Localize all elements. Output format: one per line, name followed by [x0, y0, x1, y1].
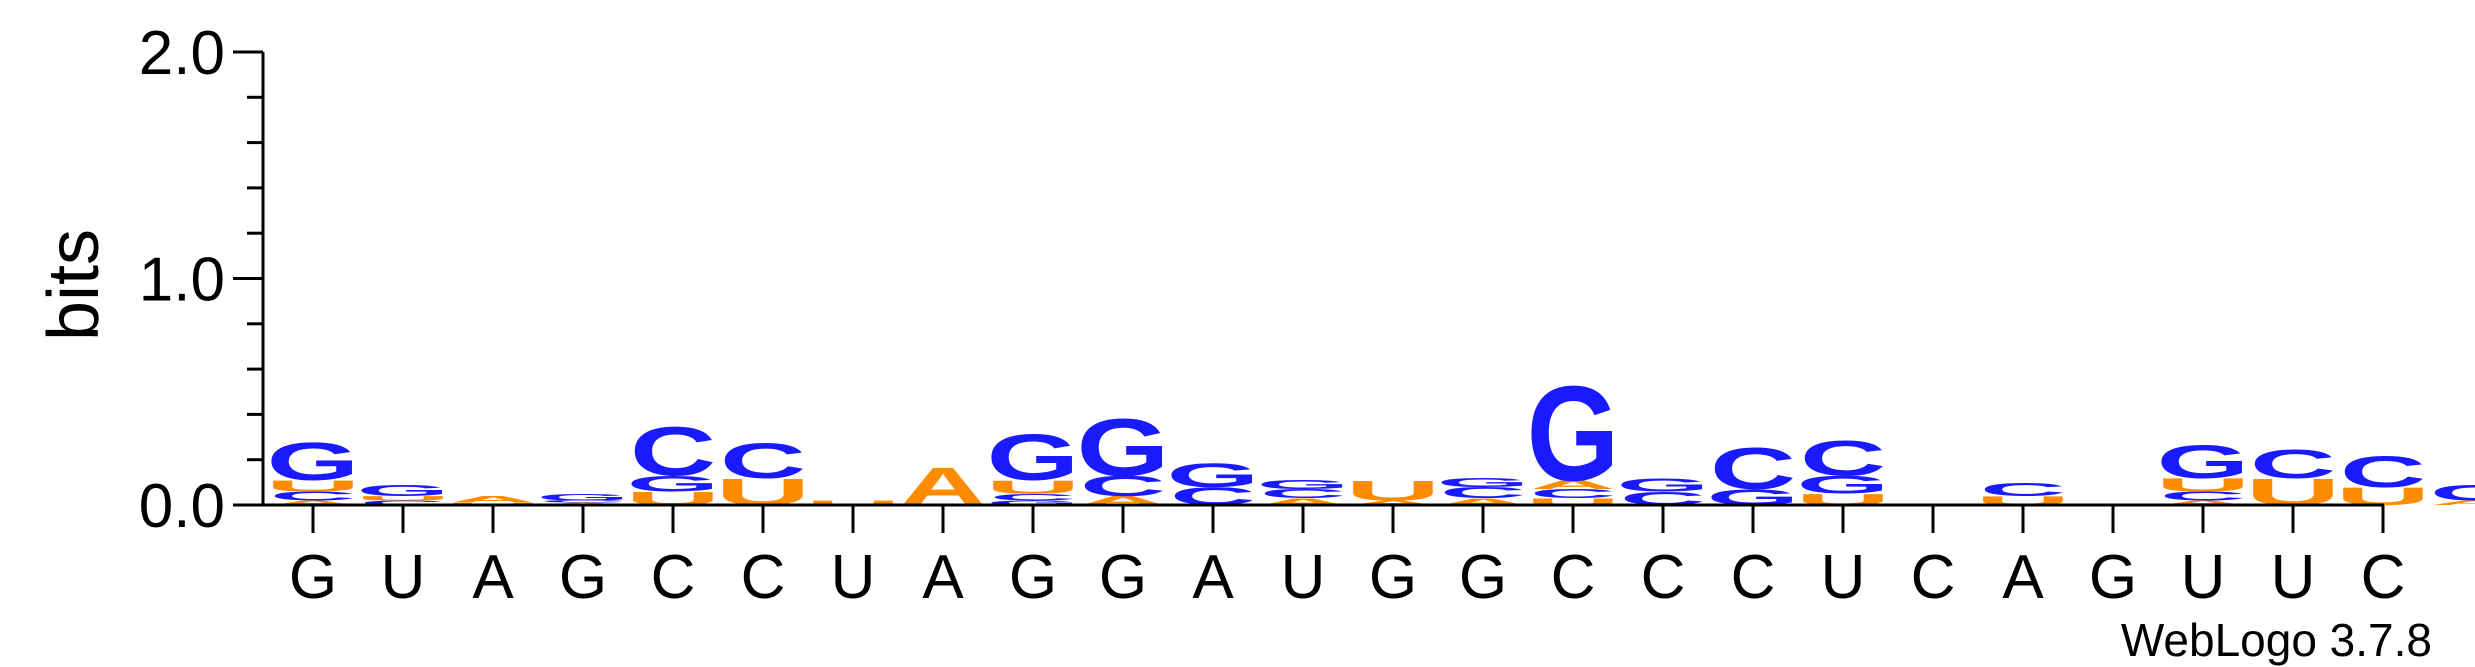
logo-letter-G: G: [1617, 475, 1710, 496]
logo-letter-G: G: [357, 482, 450, 500]
logo-letter-A: A: [270, 499, 356, 506]
x-tick-label: G: [559, 543, 607, 612]
x-tick-label: G: [1369, 543, 1417, 612]
x-tick-label: G: [1099, 543, 1147, 612]
logo-letter-C: C: [2160, 489, 2246, 503]
x-tick-label: U: [1821, 543, 1866, 612]
logo-letter-G: G: [1797, 471, 1890, 499]
logo-letter-G: G: [1167, 455, 1260, 494]
logo-letter-C: C: [1800, 431, 1886, 487]
x-tick-label: U: [1281, 543, 1326, 612]
x-tick-label: A: [1192, 543, 1234, 612]
logo-letter-C: C: [1530, 487, 1616, 501]
x-tick-label: U: [831, 543, 876, 612]
logo-letter-G: G: [1527, 358, 1620, 510]
logo-letter-A: A: [2160, 499, 2246, 506]
logo-letter-C: C: [1260, 487, 1346, 501]
logo-letter-C: C: [360, 499, 446, 506]
weblogo-credit: WebLogo 3.7.8: [2121, 614, 2432, 666]
x-tick-label: G: [1459, 543, 1507, 612]
y-tick-label: 2.0: [139, 19, 225, 88]
logo-letter-U: U: [805, 499, 901, 506]
logo-letter-A: A: [1260, 496, 1346, 507]
y-tick-label: 0.0: [139, 472, 225, 541]
x-tick-label: U: [2271, 543, 2316, 612]
logo-letter-G: G: [1077, 401, 1170, 493]
logo-letter-G: G: [627, 472, 720, 497]
y-axis-label: bits: [34, 229, 114, 341]
x-tick-label: G: [289, 543, 337, 612]
x-tick-label: C: [741, 543, 786, 612]
logo-letter-C: C: [1080, 470, 1166, 502]
logo-letter-U: U: [355, 495, 451, 502]
logo-letter-C: C: [630, 413, 716, 490]
logo-letter-G: G: [537, 492, 630, 503]
logo-letter-C: C: [540, 500, 626, 503]
logo-letter-A: A: [1350, 499, 1436, 506]
logo-letter-C: C: [1980, 479, 2066, 500]
logo-letter-A: A: [1530, 478, 1616, 492]
logo-letter-U: U: [2155, 474, 2251, 495]
logo-letter-C: C: [2340, 448, 2426, 497]
logo-letter-C: C: [990, 492, 1076, 503]
logo-letter-C: C: [1710, 436, 1796, 502]
x-tick-label: C: [1911, 543, 1956, 612]
x-tick-label: C: [1731, 543, 1776, 612]
x-tick-label: C: [651, 543, 696, 612]
logo-letter-A: A: [450, 494, 536, 505]
x-tick-label: C: [1641, 543, 1686, 612]
x-tick-label: A: [2002, 543, 2044, 612]
x-tick-label: C: [2361, 543, 2406, 612]
logo-letter-C: C: [1440, 484, 1526, 502]
y-axis: 0.0 1.0 2.0: [139, 19, 265, 541]
logo-letter-G: G: [987, 499, 1080, 506]
logo-letter-U: U: [1525, 496, 1621, 507]
x-tick-label: C: [1551, 543, 1596, 612]
logo-letter-A: A: [1440, 496, 1526, 507]
x-tick-label: U: [381, 543, 426, 612]
logo-letter-C: C: [720, 433, 806, 489]
logo-letter-U: U: [1345, 475, 1441, 507]
logo-letter-C: C: [2250, 441, 2336, 487]
x-tick-label: A: [922, 543, 964, 612]
x-tick-label: G: [1009, 543, 1057, 612]
logo-letter-C: C: [2430, 481, 2475, 506]
logo-letter-A: A: [2430, 499, 2475, 506]
logo-letter-G: G: [1437, 475, 1530, 489]
logo-letter-G: G: [1257, 478, 1350, 492]
logo-letter-U: U: [985, 477, 1081, 498]
logo-letter-G: G: [2157, 436, 2250, 488]
logo-letter-U: U: [265, 477, 361, 495]
x-tick-label: U: [2181, 543, 2226, 612]
y-tick-label: 1.0: [139, 246, 225, 315]
logo-letter-C: C: [270, 489, 356, 503]
x-tick-label: A: [472, 543, 514, 612]
logo-letter-G: G: [267, 432, 360, 492]
logo-letter-G: G: [987, 421, 1080, 494]
x-tick-label: G: [2089, 543, 2137, 612]
